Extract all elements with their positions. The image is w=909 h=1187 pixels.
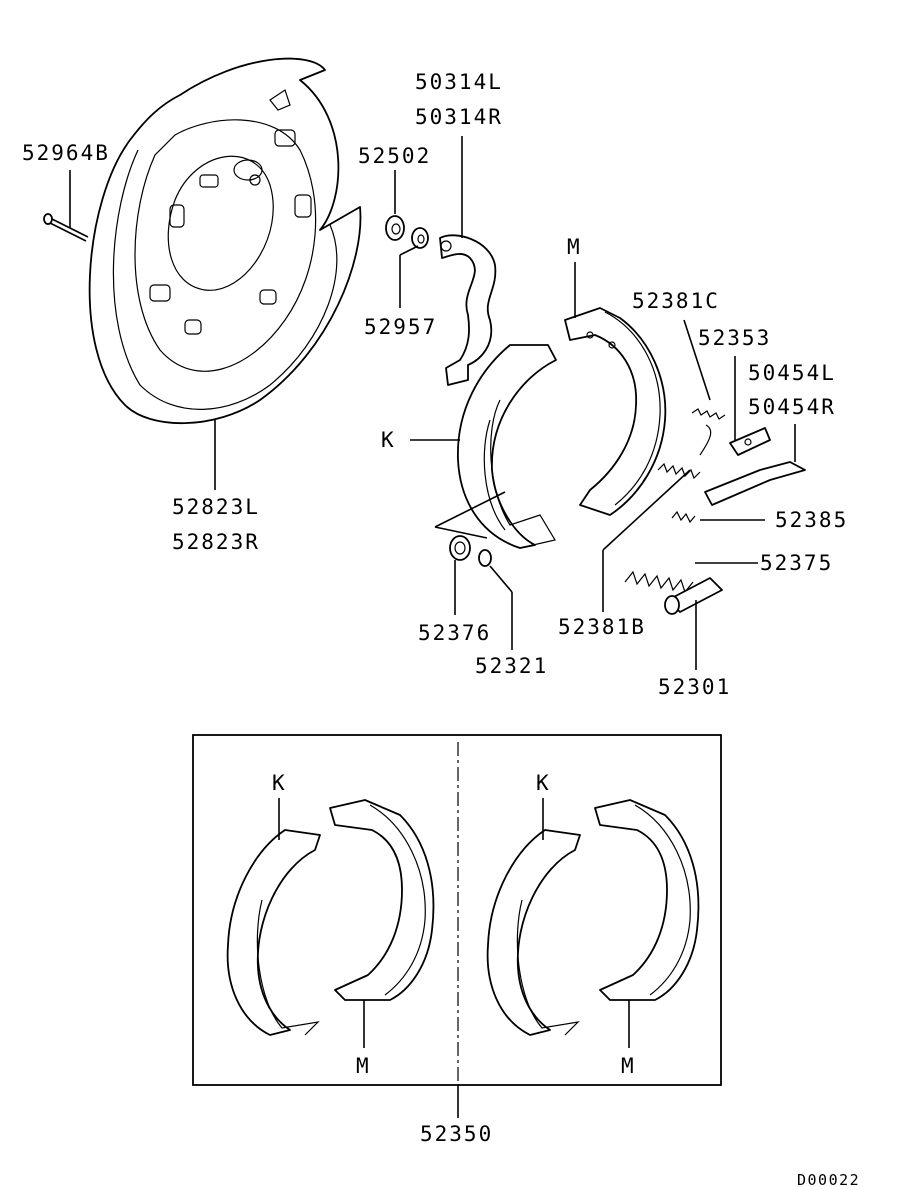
washer-52321	[478, 549, 513, 650]
label-k-top: K	[381, 428, 396, 452]
label-52385: 52385	[775, 508, 848, 532]
spring-52375	[624, 562, 758, 594]
label-52957: 52957	[364, 315, 437, 339]
label-52823r: 52823R	[172, 530, 260, 554]
spring-52376	[449, 535, 471, 615]
spring-52381c	[683, 319, 726, 420]
label-kit-m-right: M	[621, 1054, 636, 1078]
label-52502: 52502	[358, 144, 431, 168]
brake-shoe-k	[410, 344, 557, 549]
lever-50314	[439, 136, 497, 386]
label-50314r: 50314R	[415, 105, 503, 129]
spring-52385	[671, 510, 765, 524]
label-52301: 52301	[658, 675, 731, 699]
backing-plate	[88, 57, 362, 490]
label-kit-k-right: K	[536, 771, 551, 795]
label-52823l: 52823L	[172, 495, 260, 519]
label-52376: 52376	[418, 621, 491, 645]
label-52353: 52353	[698, 326, 771, 350]
label-52964b: 52964B	[22, 141, 110, 165]
label-50314l: 50314L	[415, 70, 503, 94]
label-kit-k-left: K	[272, 771, 287, 795]
label-50454l: 50454L	[748, 361, 836, 385]
spring-52381b	[602, 424, 712, 612]
adjuster-52353	[729, 356, 771, 456]
bolt-52964b	[43, 170, 89, 242]
label-52350: 52350	[420, 1122, 493, 1146]
diagram-code: D00022	[797, 1171, 860, 1187]
label-52375: 52375	[760, 551, 833, 575]
label-52381b: 52381B	[558, 615, 646, 639]
brake-shoe-m	[564, 262, 667, 516]
label-50454r: 50454R	[748, 395, 836, 419]
washers	[385, 170, 429, 308]
label-kit-m-left: M	[356, 1054, 371, 1078]
lever-50454	[704, 424, 806, 506]
label-52381c: 52381C	[632, 289, 720, 313]
label-m-top: M	[567, 235, 582, 259]
shoe-kit-box	[192, 734, 722, 1118]
strut-52301	[664, 577, 723, 670]
label-52321: 52321	[475, 654, 548, 678]
